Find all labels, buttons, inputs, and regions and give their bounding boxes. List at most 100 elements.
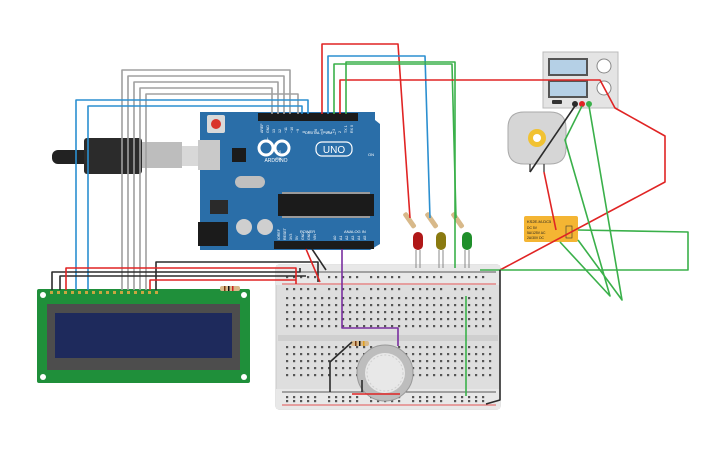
breadboard-hole[interactable]	[468, 346, 471, 349]
wire-black[interactable]	[485, 270, 501, 405]
breadboard-hole[interactable]	[398, 400, 401, 403]
wire-green[interactable]	[559, 105, 611, 297]
breadboard-hole[interactable]	[475, 346, 478, 349]
breadboard-hole[interactable]	[391, 400, 394, 403]
breadboard-hole[interactable]	[363, 318, 366, 321]
breadboard-hole[interactable]	[342, 288, 345, 291]
breadboard-hole[interactable]	[356, 318, 359, 321]
breadboard-hole[interactable]	[307, 288, 310, 291]
breadboard-hole[interactable]	[293, 276, 296, 279]
breadboard-hole[interactable]	[370, 318, 373, 321]
breadboard-hole[interactable]	[342, 374, 345, 377]
breadboard-hole[interactable]	[307, 276, 310, 279]
breadboard-hole[interactable]	[405, 346, 408, 349]
wire-gray[interactable]	[127, 75, 285, 290]
breadboard-hole[interactable]	[440, 400, 443, 403]
breadboard-hole[interactable]	[377, 304, 380, 307]
relay-module[interactable]: KS2E-M-DC5 DC 5V 5A/125V AC 2A/30V DC	[524, 216, 578, 242]
lcd-resistor[interactable]	[220, 286, 240, 291]
breadboard-hole[interactable]	[433, 288, 436, 291]
breadboard-hole[interactable]	[356, 360, 359, 363]
breadboard-hole[interactable]	[300, 400, 303, 403]
breadboard-hole[interactable]	[384, 304, 387, 307]
breadboard-hole[interactable]	[321, 374, 324, 377]
breadboard-hole[interactable]	[475, 374, 478, 377]
breadboard-hole[interactable]	[426, 353, 429, 356]
breadboard-hole[interactable]	[426, 276, 429, 279]
breadboard-hole[interactable]	[300, 297, 303, 300]
breadboard-hole[interactable]	[384, 276, 387, 279]
breadboard-hole[interactable]	[321, 367, 324, 370]
breadboard-hole[interactable]	[286, 367, 289, 370]
breadboard-hole[interactable]	[454, 346, 457, 349]
breadboard-hole[interactable]	[433, 353, 436, 356]
power-jack[interactable]	[198, 222, 228, 246]
breadboard-hole[interactable]	[440, 360, 443, 363]
breadboard-hole[interactable]	[342, 297, 345, 300]
terminal-positive[interactable]	[579, 101, 585, 107]
breadboard-hole[interactable]	[349, 400, 352, 403]
breadboard-hole[interactable]	[454, 360, 457, 363]
breadboard-hole[interactable]	[307, 360, 310, 363]
breadboard-hole[interactable]	[377, 311, 380, 314]
breadboard-hole[interactable]	[370, 288, 373, 291]
breadboard-hole[interactable]	[384, 311, 387, 314]
breadboard-hole[interactable]	[461, 374, 464, 377]
digital-header[interactable]	[258, 113, 358, 121]
wire-green[interactable]	[577, 105, 623, 301]
breadboard-hole[interactable]	[300, 318, 303, 321]
breadboard-hole[interactable]	[377, 297, 380, 300]
breadboard-hole[interactable]	[468, 353, 471, 356]
breadboard-hole[interactable]	[426, 297, 429, 300]
voltage-knob[interactable]	[596, 58, 612, 74]
breadboard-hole[interactable]	[391, 288, 394, 291]
wire-green[interactable]	[480, 229, 689, 271]
breadboard-hole[interactable]	[370, 325, 373, 328]
breadboard-hole[interactable]	[300, 276, 303, 279]
breadboard-hole[interactable]	[426, 288, 429, 291]
breadboard-hole[interactable]	[293, 304, 296, 307]
wire-blue[interactable]	[87, 105, 303, 290]
breadboard-hole[interactable]	[426, 325, 429, 328]
breadboard-hole[interactable]	[454, 288, 457, 291]
breadboard-hole[interactable]	[426, 346, 429, 349]
breadboard-hole[interactable]	[440, 297, 443, 300]
breadboard-hole[interactable]	[433, 318, 436, 321]
breadboard-hole[interactable]	[293, 396, 296, 399]
breadboard-hole[interactable]	[335, 367, 338, 370]
breadboard-hole[interactable]	[433, 276, 436, 279]
breadboard-hole[interactable]	[356, 400, 359, 403]
breadboard-hole[interactable]	[468, 360, 471, 363]
breadboard-hole[interactable]	[370, 311, 373, 314]
breadboard-hole[interactable]	[363, 325, 366, 328]
resistor-green-led[interactable]	[450, 211, 465, 229]
breadboard-hole[interactable]	[328, 325, 331, 328]
breadboard-hole[interactable]	[468, 288, 471, 291]
wire-gray[interactable]	[139, 87, 273, 290]
breadboard-hole[interactable]	[440, 311, 443, 314]
breadboard-hole[interactable]	[412, 288, 415, 291]
breadboard-hole[interactable]	[468, 311, 471, 314]
breadboard-hole[interactable]	[384, 288, 387, 291]
breadboard-hole[interactable]	[286, 396, 289, 399]
breadboard-hole[interactable]	[433, 311, 436, 314]
terminal-ground[interactable]	[586, 101, 592, 107]
breadboard-hole[interactable]	[426, 311, 429, 314]
breadboard-hole[interactable]	[405, 304, 408, 307]
breadboard-hole[interactable]	[398, 346, 401, 349]
breadboard-hole[interactable]	[468, 374, 471, 377]
breadboard-hole[interactable]	[384, 297, 387, 300]
breadboard-hole[interactable]	[335, 353, 338, 356]
wire-purple[interactable]	[341, 249, 399, 346]
breadboard-hole[interactable]	[307, 346, 310, 349]
breadboard-hole[interactable]	[335, 346, 338, 349]
breadboard-hole[interactable]	[426, 360, 429, 363]
breadboard-hole[interactable]	[342, 346, 345, 349]
breadboard-hole[interactable]	[300, 325, 303, 328]
wire-red[interactable]	[149, 279, 296, 290]
breadboard-hole[interactable]	[377, 276, 380, 279]
breadboard-hole[interactable]	[307, 297, 310, 300]
breadboard-hole[interactable]	[342, 400, 345, 403]
breadboard-hole[interactable]	[461, 325, 464, 328]
breadboard-hole[interactable]	[419, 304, 422, 307]
